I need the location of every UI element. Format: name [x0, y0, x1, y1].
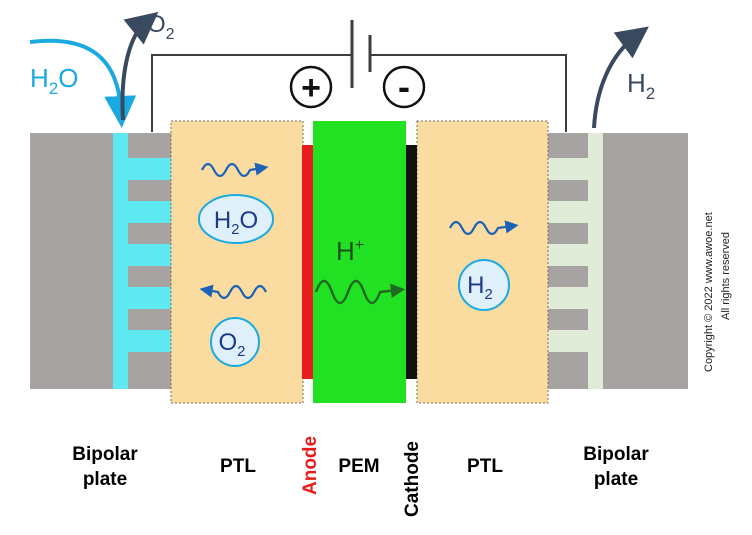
water-bubble-icon — [198, 194, 274, 244]
circuit-wire-right — [370, 54, 567, 132]
hydrogen-wave-arrow — [449, 220, 519, 236]
hydrogen-outlet-arrow — [592, 26, 649, 129]
negative-terminal-icon — [382, 65, 426, 109]
pem-layer — [313, 121, 406, 403]
pem-label: PEM — [338, 456, 379, 477]
bipolar-plate-right-label-line2: plate — [594, 469, 638, 490]
cathode-label: Cathode — [402, 441, 423, 517]
oxygen-outlet-label: O2 — [147, 11, 175, 43]
water-bubble-label: H2O — [214, 207, 258, 238]
copyright-line2: All rights reserved — [720, 232, 732, 320]
positive-terminal-icon — [289, 65, 333, 109]
negative-terminal-sign: - — [398, 66, 410, 107]
water-wave-arrow — [201, 162, 269, 178]
anode-layer — [302, 145, 313, 379]
bipolar-plate-left-label-line1: Bipolar — [72, 444, 138, 465]
ptl-right-label: PTL — [467, 456, 503, 477]
copyright-line1: Copyright © 2022 www.awoe.net — [703, 212, 715, 372]
circuit-wire-left — [151, 54, 352, 132]
proton-wave-arrow — [314, 279, 406, 305]
hydrogen-outlet-label: H2 — [627, 68, 655, 103]
anode-label: Anode — [300, 436, 321, 495]
proton-label: H+ — [336, 236, 364, 266]
hydrogen-bubble-label: H2 — [467, 272, 493, 303]
oxygen-outlet-arrow — [120, 11, 159, 121]
anode-flow-channels — [113, 133, 172, 389]
bipolar-plate-left-label-line2: plate — [83, 469, 127, 490]
bipolar-plate-right-label-line1: Bipolar — [583, 444, 649, 465]
cathode-flow-channels — [548, 133, 603, 389]
water-inlet-arrow — [29, 38, 137, 128]
ptl-left-label: PTL — [220, 456, 256, 477]
positive-terminal-sign: + — [301, 69, 321, 107]
oxygen-wave-arrow — [199, 284, 267, 300]
oxygen-bubble-icon — [210, 317, 260, 367]
cathode-layer — [406, 145, 417, 379]
oxygen-bubble-label: O2 — [218, 329, 245, 360]
water-inlet-label: H2O — [30, 63, 78, 98]
hydrogen-bubble-icon — [458, 259, 510, 311]
